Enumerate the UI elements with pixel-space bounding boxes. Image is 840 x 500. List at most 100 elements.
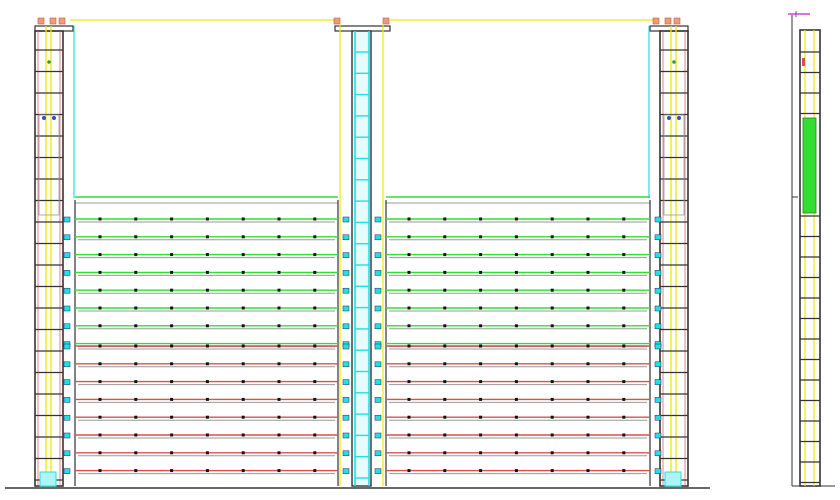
roller-icon bbox=[63, 270, 71, 276]
bolt-icon bbox=[407, 324, 411, 328]
bolt-icon bbox=[277, 469, 281, 473]
side-frame bbox=[799, 29, 821, 487]
bolt-icon bbox=[134, 306, 138, 310]
bolt-icon bbox=[98, 217, 102, 221]
roller-icon bbox=[374, 343, 382, 350]
bolt-icon bbox=[313, 433, 317, 437]
bolt-icon bbox=[622, 415, 626, 419]
bolt-icon bbox=[622, 306, 626, 310]
bolt-icon bbox=[241, 397, 245, 401]
bolt-icon bbox=[514, 288, 518, 292]
bolt-icon bbox=[479, 362, 483, 366]
bolt-icon bbox=[170, 306, 174, 310]
right-gate-leaf bbox=[374, 196, 662, 486]
bolt-icon bbox=[313, 235, 317, 239]
bolt-icon bbox=[205, 451, 209, 455]
bolt-icon bbox=[277, 433, 281, 437]
roller-icon bbox=[374, 252, 382, 258]
tower-base bbox=[664, 471, 682, 487]
bolt-icon bbox=[170, 270, 174, 274]
roller-icon bbox=[654, 305, 662, 312]
bolt-icon bbox=[277, 288, 281, 292]
bolt-icon bbox=[98, 397, 102, 401]
roller-icon bbox=[63, 397, 71, 403]
bolt-icon bbox=[514, 451, 518, 455]
bolt-icon bbox=[479, 217, 483, 221]
tower-slot bbox=[663, 114, 685, 216]
bolt-icon bbox=[205, 288, 209, 292]
bolt-icon bbox=[586, 433, 590, 437]
bolt-icon bbox=[514, 253, 518, 257]
roller-icon bbox=[374, 305, 382, 312]
bolt-icon bbox=[134, 362, 138, 366]
bolt-icon bbox=[98, 324, 102, 328]
bolt-icon bbox=[134, 324, 138, 328]
bolt-icon bbox=[313, 344, 317, 348]
roller-icon bbox=[374, 287, 382, 294]
roller-icon bbox=[342, 270, 350, 276]
side-view bbox=[788, 11, 835, 487]
bolt-icon bbox=[205, 270, 209, 274]
roller-icon bbox=[374, 270, 382, 276]
bolt-icon bbox=[205, 469, 209, 473]
roller-icon bbox=[63, 323, 71, 330]
bolt-icon bbox=[586, 362, 590, 366]
roller-icon bbox=[654, 468, 662, 474]
bolt-icon bbox=[514, 324, 518, 328]
bolt-icon bbox=[407, 451, 411, 455]
bolt-icon bbox=[443, 469, 447, 473]
bolt-icon bbox=[277, 415, 281, 419]
bolt-icon bbox=[241, 288, 245, 292]
bolt-icon bbox=[622, 397, 626, 401]
bolt-icon bbox=[98, 344, 102, 348]
bolt-icon bbox=[241, 433, 245, 437]
bolt-icon bbox=[134, 433, 138, 437]
roller-icon bbox=[342, 343, 350, 350]
bolt-icon bbox=[205, 362, 209, 366]
bolt-icon bbox=[586, 217, 590, 221]
bolt-icon bbox=[313, 288, 317, 292]
bolt-icon bbox=[98, 380, 102, 384]
roller-icon bbox=[374, 216, 382, 223]
roller-icon bbox=[342, 432, 350, 439]
bolt-icon bbox=[586, 380, 590, 384]
marker-icon bbox=[672, 60, 676, 64]
roller-icon bbox=[374, 234, 382, 241]
bolt-icon bbox=[479, 324, 483, 328]
bolt-icon bbox=[98, 362, 102, 366]
bolt-icon bbox=[241, 415, 245, 419]
bolt-icon bbox=[479, 306, 483, 310]
bolt-icon bbox=[313, 324, 317, 328]
bolt-icon bbox=[134, 288, 138, 292]
bolt-icon bbox=[407, 253, 411, 257]
bolt-icon bbox=[407, 397, 411, 401]
bolt-icon bbox=[443, 344, 447, 348]
bolt-icon bbox=[622, 362, 626, 366]
bolt-icon bbox=[550, 433, 554, 437]
bolt-icon bbox=[205, 306, 209, 310]
bolt-icon bbox=[514, 380, 518, 384]
tower-base bbox=[39, 471, 57, 487]
bolt-icon bbox=[443, 270, 447, 274]
bolt-icon bbox=[586, 451, 590, 455]
bolt-icon bbox=[550, 469, 554, 473]
roller-icon bbox=[374, 450, 382, 457]
bolt-icon bbox=[479, 270, 483, 274]
bolt-icon bbox=[241, 217, 245, 221]
bolt-icon bbox=[514, 415, 518, 419]
roller-icon bbox=[342, 397, 350, 403]
roller-icon bbox=[63, 468, 71, 474]
bolt-icon bbox=[134, 451, 138, 455]
bolt-icon bbox=[277, 235, 281, 239]
bolt-icon bbox=[479, 253, 483, 257]
bolt-icon bbox=[241, 324, 245, 328]
bolt-icon bbox=[170, 415, 174, 419]
bolt-icon bbox=[170, 324, 174, 328]
bolt-icon bbox=[170, 235, 174, 239]
roller-icon bbox=[63, 379, 71, 385]
tower-slot bbox=[38, 114, 60, 216]
bolt-icon bbox=[622, 253, 626, 257]
bolt-icon bbox=[407, 288, 411, 292]
hoist-hook-icon bbox=[52, 116, 56, 120]
